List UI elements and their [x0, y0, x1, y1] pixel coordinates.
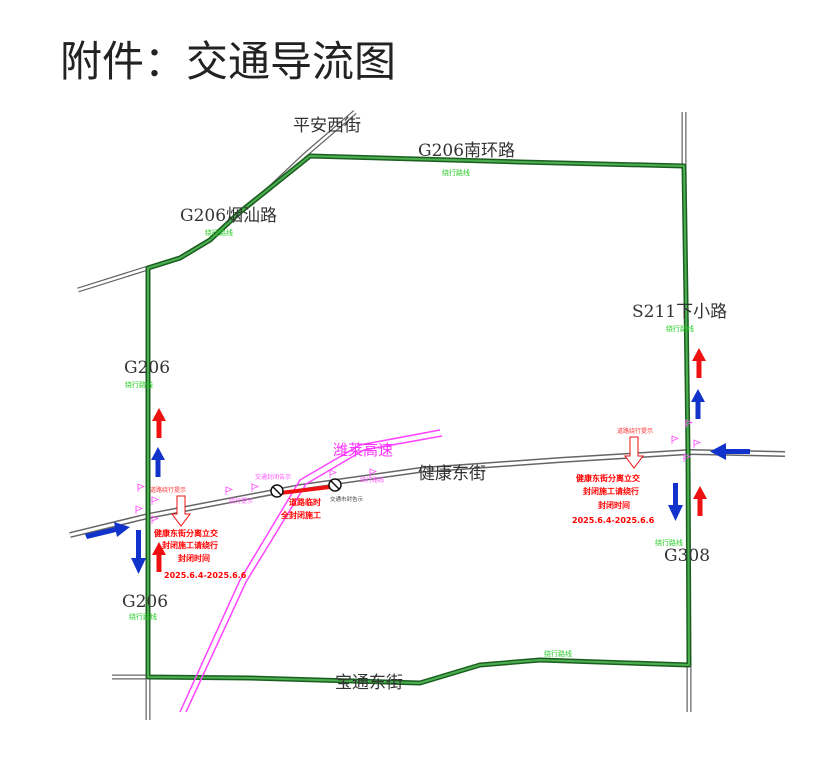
label-g206-south: G206	[122, 592, 168, 612]
notice-west: 健康东街分离立交 封闭施工请绕行 封闭时间 2025.6.4-2025.6.6	[154, 528, 247, 580]
detour-label-baotong: 绕行路线	[544, 649, 572, 658]
svg-text:封闭时间: 封闭时间	[178, 553, 210, 563]
notice-middle: 道路临时 全封闭施工	[280, 497, 321, 520]
detour-label-g206-north: 绕行路线	[125, 380, 153, 389]
label-baotong-dongjie: 宝通东街	[335, 673, 403, 693]
arrow-left-blue-icon	[710, 443, 750, 460]
label-s211-xiaxiao: S211下小路	[632, 302, 727, 322]
closure-notice-2: 交通市封告示	[330, 495, 364, 503]
closure-notice-1: 交通封闭告示	[255, 473, 291, 481]
tip-west-2: 绕行提示	[229, 497, 253, 505]
east-direction-arrows	[668, 348, 750, 521]
arrow-down-blue-icon	[668, 483, 683, 521]
hollow-arrow-west-icon	[171, 495, 191, 527]
label-g206-yanshan: G206烟汕路	[180, 206, 277, 226]
svg-text:2025.6.4-2025.6.6: 2025.6.4-2025.6.6	[572, 516, 655, 525]
svg-text:封闭时间: 封闭时间	[598, 500, 630, 510]
label-jiankang-dongjie: 健康东街	[418, 464, 486, 484]
ordinary-roads	[69, 110, 786, 720]
closure-markers	[270, 478, 342, 498]
detour-label-g308: 绕行路线	[655, 538, 683, 547]
detour-route	[145, 153, 692, 686]
arrow-up-blue-icon	[691, 389, 705, 419]
detour-label-g206-south: 绕行路线	[129, 612, 157, 621]
arrow-up-red-icon	[693, 486, 707, 516]
west-direction-arrows	[85, 408, 166, 574]
svg-text:封闭施工请绕行: 封闭施工请绕行	[162, 540, 218, 550]
arrow-right-blue-icon	[85, 522, 130, 539]
svg-text:健康东街分离立交: 健康东街分离立交	[576, 473, 640, 483]
arrow-up-red-icon	[152, 408, 166, 438]
svg-text:封闭施工请绕行: 封闭施工请绕行	[583, 486, 639, 496]
detour-label-yanshan: 绕行路线	[205, 228, 233, 237]
tip-west: 道路绕行提示	[150, 486, 186, 494]
no-entry-icon	[328, 478, 342, 492]
label-weilai-expressway: 潍莱高速	[333, 441, 393, 459]
hollow-arrow-east-icon	[624, 436, 644, 469]
no-entry-icon	[270, 484, 284, 498]
label-g206-nanhuan: G206南环路	[418, 141, 515, 161]
notice-east: 健康东街分离立交 封闭施工请绕行 封闭时间 2025.6.4-2025.6.6	[572, 473, 655, 525]
detour-label-s211: 绕行路线	[666, 324, 694, 333]
arrow-up-red-icon	[692, 348, 706, 378]
svg-text:2025.6.4-2025.6.6: 2025.6.4-2025.6.6	[164, 571, 247, 580]
tip-east: 道路绕行提示	[617, 427, 653, 435]
svg-text:健康东街分离立交: 健康东街分离立交	[154, 528, 218, 538]
expressway-line	[179, 429, 443, 713]
page-title: 附件：交通导流图	[60, 37, 396, 86]
label-g206-north: G206	[124, 358, 170, 378]
label-g308: G308	[664, 546, 710, 566]
arrow-down-blue-icon	[131, 530, 146, 574]
label-ping-an-xi-jie: 平安西街	[293, 116, 361, 136]
detour-label-top: 绕行路线	[442, 168, 470, 177]
arrow-up-blue-icon	[151, 447, 165, 477]
svg-text:道路临时: 道路临时	[289, 497, 321, 507]
svg-text:全封闭施工: 全封闭施工	[280, 510, 321, 520]
detour-sign: 绕行路线	[360, 476, 384, 484]
